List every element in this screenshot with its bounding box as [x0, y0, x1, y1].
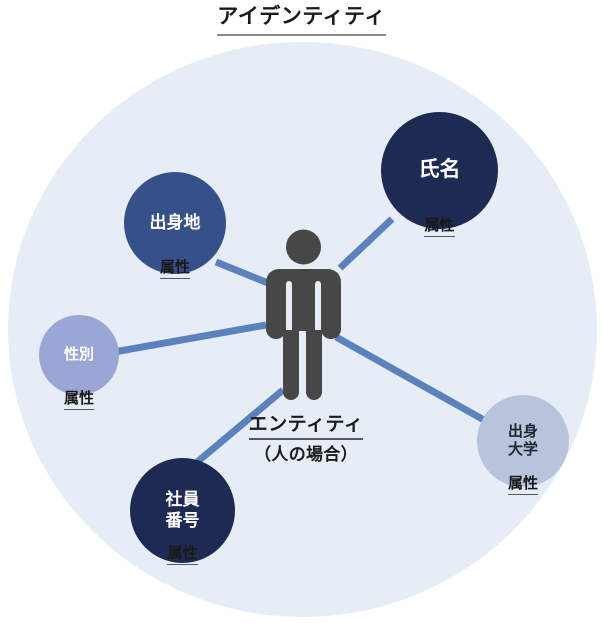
node-employee-id-caption-text: 属性: [167, 544, 198, 565]
node-birthplace-caption-text: 属性: [159, 258, 190, 279]
node-gender[interactable]: 性別: [39, 315, 119, 395]
connector-to-gender: [113, 321, 267, 356]
connector-lines: [113, 216, 486, 466]
node-name-caption-text: 属性: [424, 216, 455, 237]
node-birthplace[interactable]: 出身地: [124, 172, 226, 274]
node-employee-id[interactable]: 社員 番号: [130, 458, 235, 563]
node-name-caption: 属性: [381, 216, 498, 237]
page-title: アイデンティティ: [0, 3, 603, 36]
person-body: [266, 269, 341, 339]
page-title-text: アイデンティティ: [217, 3, 386, 36]
person-left-leg: [283, 330, 299, 400]
entity-caption-main: エンティティ: [248, 412, 364, 440]
person-icon: [266, 229, 341, 400]
node-university-caption: 属性: [473, 474, 573, 495]
node-gender-caption: 属性: [30, 389, 128, 410]
connector-to-university: [334, 333, 486, 424]
entity-caption: エンティティ （人の場合）: [223, 412, 389, 467]
node-birthplace-caption: 属性: [124, 258, 226, 279]
entity-caption-sub: （人の場合）: [254, 445, 358, 464]
connector-to-employee-id: [193, 387, 286, 466]
node-employee-id-caption: 属性: [130, 544, 235, 565]
connector-to-name: [337, 216, 395, 271]
person-right-leg: [306, 330, 322, 400]
node-university[interactable]: 出身 大学: [477, 395, 569, 487]
node-name[interactable]: 氏名: [381, 112, 498, 229]
person-head: [286, 229, 321, 265]
connector-to-birthplace: [214, 258, 270, 287]
node-gender-caption-text: 属性: [63, 389, 94, 410]
node-university-caption-text: 属性: [507, 474, 538, 495]
